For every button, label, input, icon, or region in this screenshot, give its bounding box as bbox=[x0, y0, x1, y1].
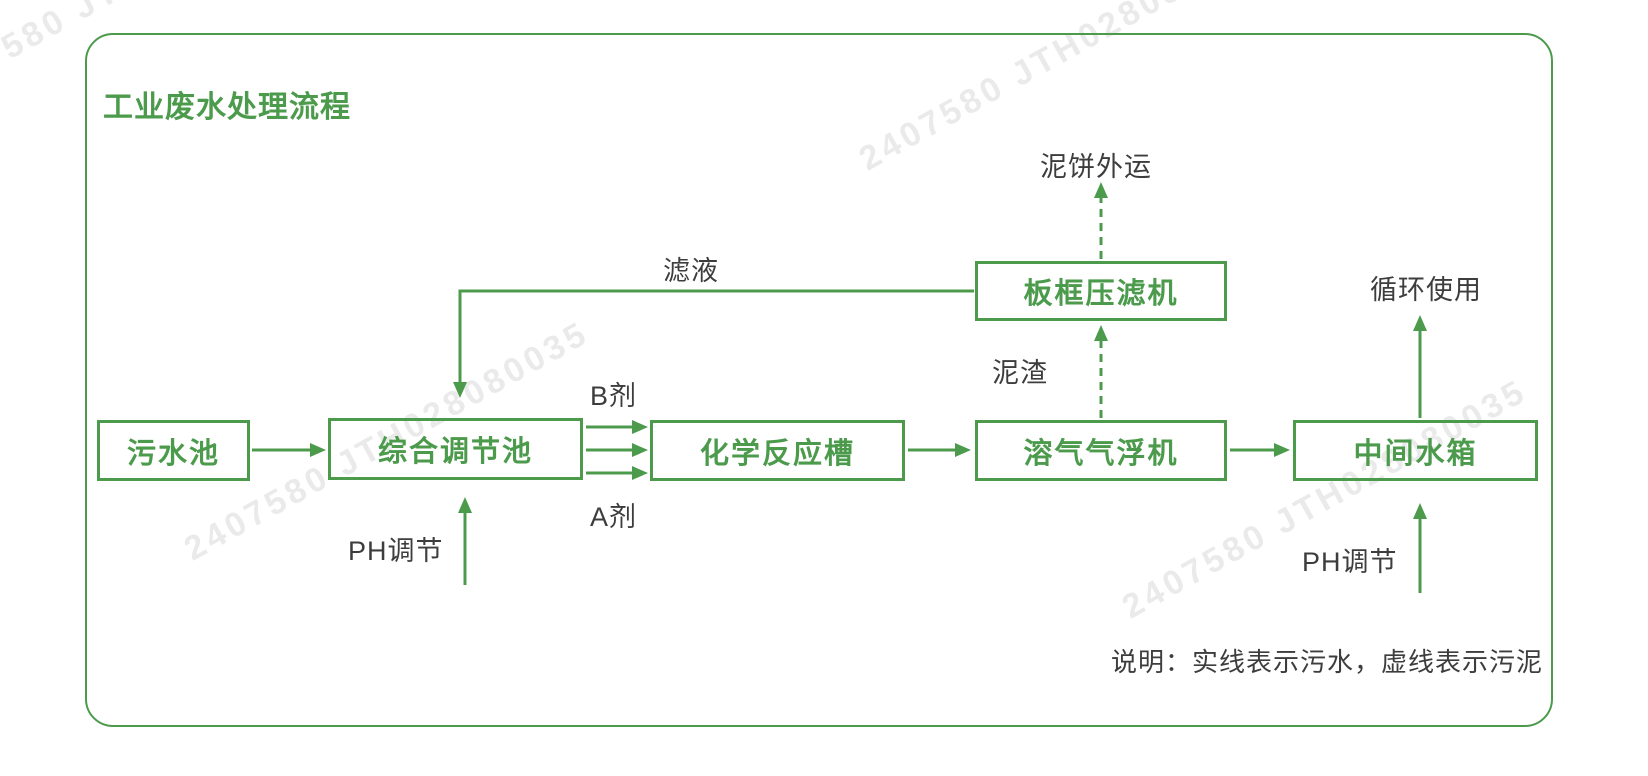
diagram-border-frame bbox=[85, 33, 1553, 727]
label-sludge-cake-out: 泥饼外运 bbox=[1040, 152, 1152, 182]
node-regulation-pool: 综合调节池 bbox=[328, 418, 583, 480]
label-agent-a: A剂 bbox=[590, 502, 638, 532]
label-ph-adjust-left: PH调节 bbox=[348, 536, 444, 566]
node-filter-press-label: 板框压滤机 bbox=[1023, 278, 1179, 310]
node-sewage-pool-label: 污水池 bbox=[126, 437, 220, 470]
node-reaction-tank: 化学反应槽 bbox=[650, 420, 905, 481]
label-filtrate: 滤液 bbox=[663, 256, 719, 286]
label-sludge-residue: 泥渣 bbox=[992, 358, 1048, 388]
node-sewage-pool: 污水池 bbox=[97, 420, 250, 481]
node-reaction-tank-label: 化学反应槽 bbox=[699, 437, 855, 470]
node-intermediate-tank-label: 中间水箱 bbox=[1353, 437, 1478, 470]
label-agent-b: B剂 bbox=[590, 381, 638, 411]
legend-note: 说明：实线表示污水，虚线表示污泥 bbox=[1110, 647, 1543, 677]
diagram-title: 工业废水处理流程 bbox=[103, 91, 351, 124]
node-flotation-machine: 溶气气浮机 bbox=[975, 420, 1227, 481]
node-regulation-pool-label: 综合调节池 bbox=[377, 436, 533, 468]
label-recycle-use: 循环使用 bbox=[1370, 275, 1482, 305]
node-filter-press: 板框压滤机 bbox=[975, 261, 1227, 321]
arrow-filtrate-return bbox=[453, 289, 974, 398]
node-flotation-machine-label: 溶气气浮机 bbox=[1023, 437, 1179, 470]
node-intermediate-tank: 中间水箱 bbox=[1293, 420, 1538, 481]
label-ph-adjust-right: PH调节 bbox=[1302, 547, 1398, 577]
